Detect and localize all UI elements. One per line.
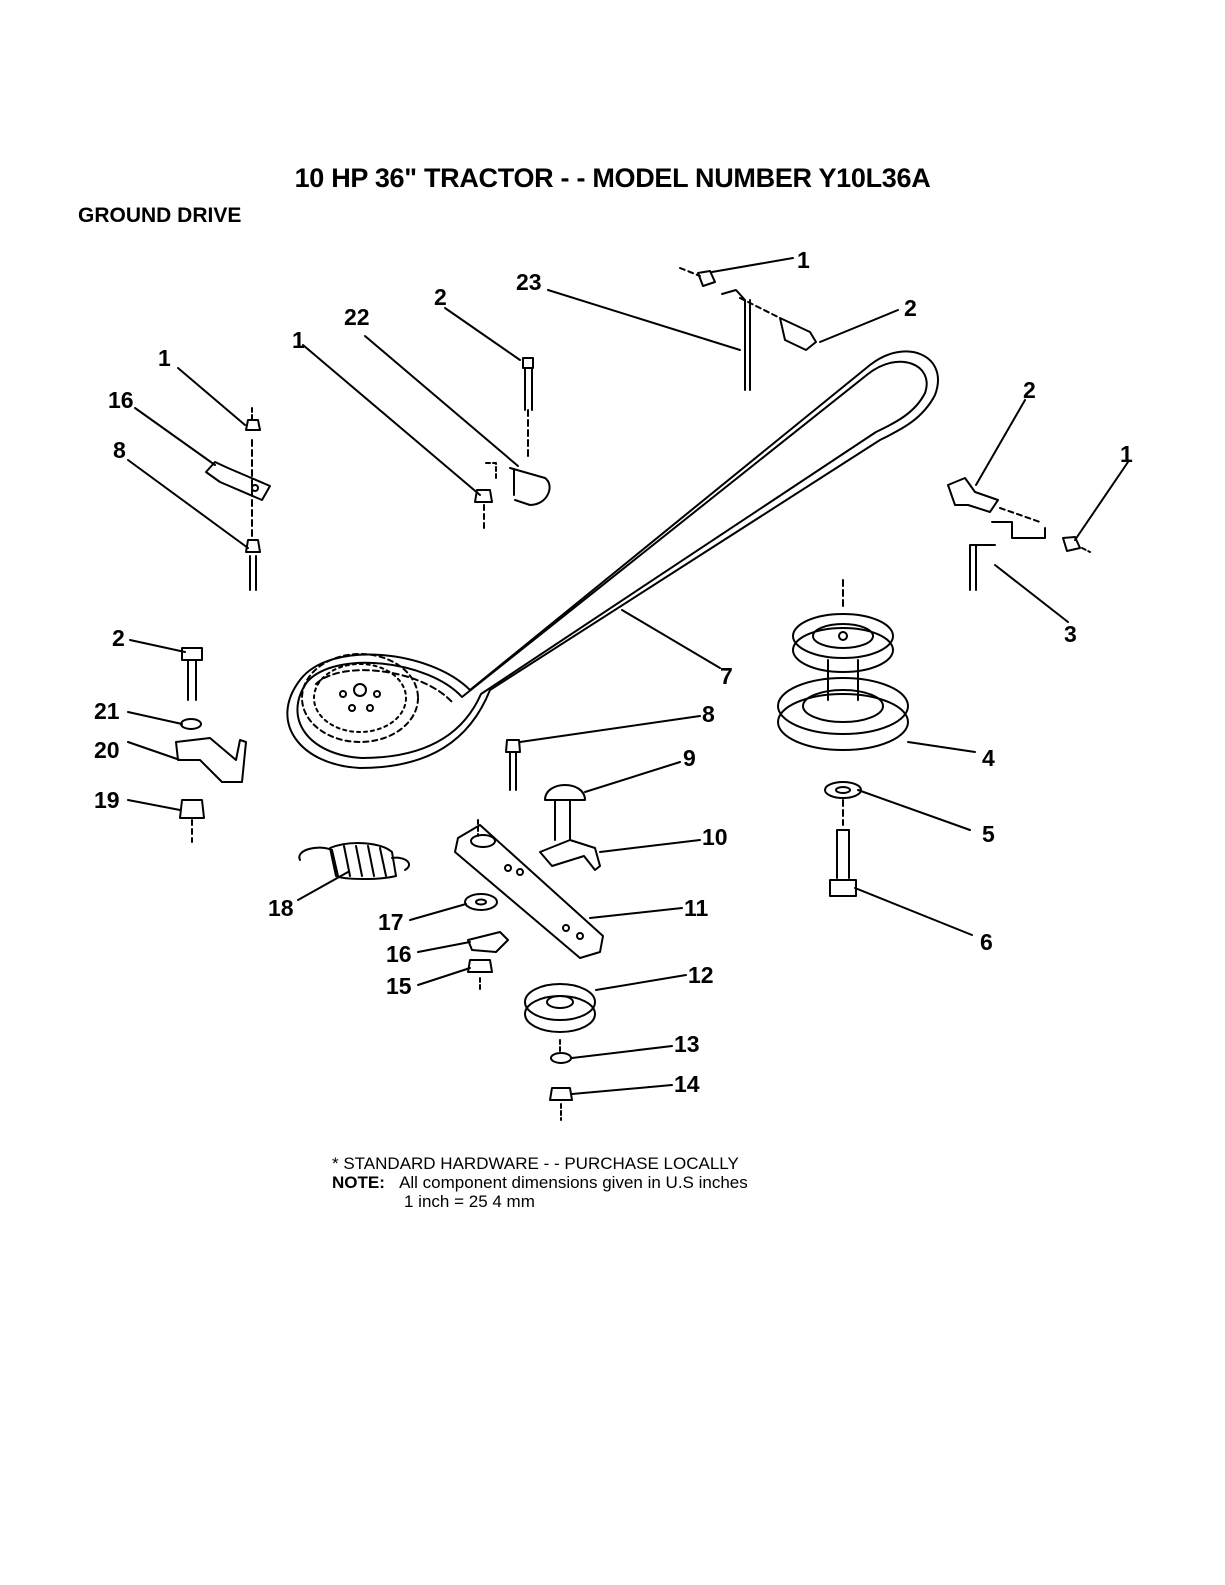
callout-1: 1 bbox=[292, 327, 305, 353]
engine-pulley-4 bbox=[778, 580, 908, 896]
callout-7: 7 bbox=[720, 663, 733, 689]
callout-17: 17 bbox=[378, 909, 404, 935]
callout-16: 16 bbox=[386, 941, 412, 967]
callout-2: 2 bbox=[434, 284, 447, 310]
callout-20: 20 bbox=[94, 737, 120, 763]
footer-notes: * STANDARD HARDWARE - - PURCHASE LOCALLY… bbox=[332, 1154, 748, 1211]
callout-3: 3 bbox=[1064, 621, 1077, 647]
callout-13: 13 bbox=[674, 1031, 700, 1057]
callout-10: 10 bbox=[702, 824, 728, 850]
callout-23: 23 bbox=[516, 269, 542, 295]
callout-21: 21 bbox=[94, 698, 120, 724]
idler-pulley-12 bbox=[525, 984, 595, 1120]
callout-1: 1 bbox=[1120, 441, 1133, 467]
callout-2: 2 bbox=[1023, 377, 1036, 403]
callout-4: 4 bbox=[982, 745, 995, 771]
rod-23 bbox=[680, 268, 816, 390]
callout-1: 1 bbox=[158, 345, 171, 371]
standard-hardware-note: * STANDARD HARDWARE - - PURCHASE LOCALLY bbox=[332, 1154, 748, 1173]
callout-5: 5 bbox=[982, 821, 995, 847]
bracket-16-lower bbox=[468, 932, 508, 952]
callout-14: 14 bbox=[674, 1071, 700, 1097]
bracket-10 bbox=[540, 840, 600, 870]
callout-1: 1 bbox=[797, 247, 810, 273]
callout-6: 6 bbox=[980, 929, 993, 955]
rod-3 bbox=[948, 478, 1090, 590]
callout-2: 2 bbox=[112, 625, 125, 651]
pin-8-lower bbox=[506, 740, 520, 790]
callout-16: 16 bbox=[108, 387, 134, 413]
callout-9: 9 bbox=[683, 745, 696, 771]
callout-11: 11 bbox=[684, 895, 709, 921]
idler-bracket-22 bbox=[475, 358, 550, 530]
left-bracket-20 bbox=[176, 648, 246, 842]
callout-19: 19 bbox=[94, 787, 120, 813]
callout-8: 8 bbox=[113, 437, 126, 463]
callout-labels: 1 2 23 2 22 1 1 16 8 2 1 3 7 2 21 20 19 … bbox=[94, 247, 1133, 1097]
dimensions-note: NOTE: All component dimensions given in … bbox=[332, 1173, 748, 1192]
note-label: NOTE: bbox=[332, 1173, 385, 1192]
callout-8: 8 bbox=[702, 701, 715, 727]
callout-15: 15 bbox=[386, 973, 412, 999]
note-text: All component dimensions given in U.S in… bbox=[399, 1173, 748, 1192]
callout-18: 18 bbox=[268, 895, 294, 921]
transmission-pulley bbox=[302, 654, 418, 742]
washer-17 bbox=[465, 894, 497, 910]
callout-22: 22 bbox=[344, 304, 370, 330]
callout-2: 2 bbox=[904, 295, 917, 321]
callout-12: 12 bbox=[688, 962, 714, 988]
spring-18 bbox=[299, 843, 409, 879]
leader-lines bbox=[128, 258, 1128, 1094]
bracket-16-upper bbox=[206, 408, 270, 590]
carriage-bolt-9 bbox=[545, 785, 585, 840]
nut-15 bbox=[468, 960, 492, 990]
conversion-note: 1 inch = 25 4 mm bbox=[332, 1192, 748, 1211]
